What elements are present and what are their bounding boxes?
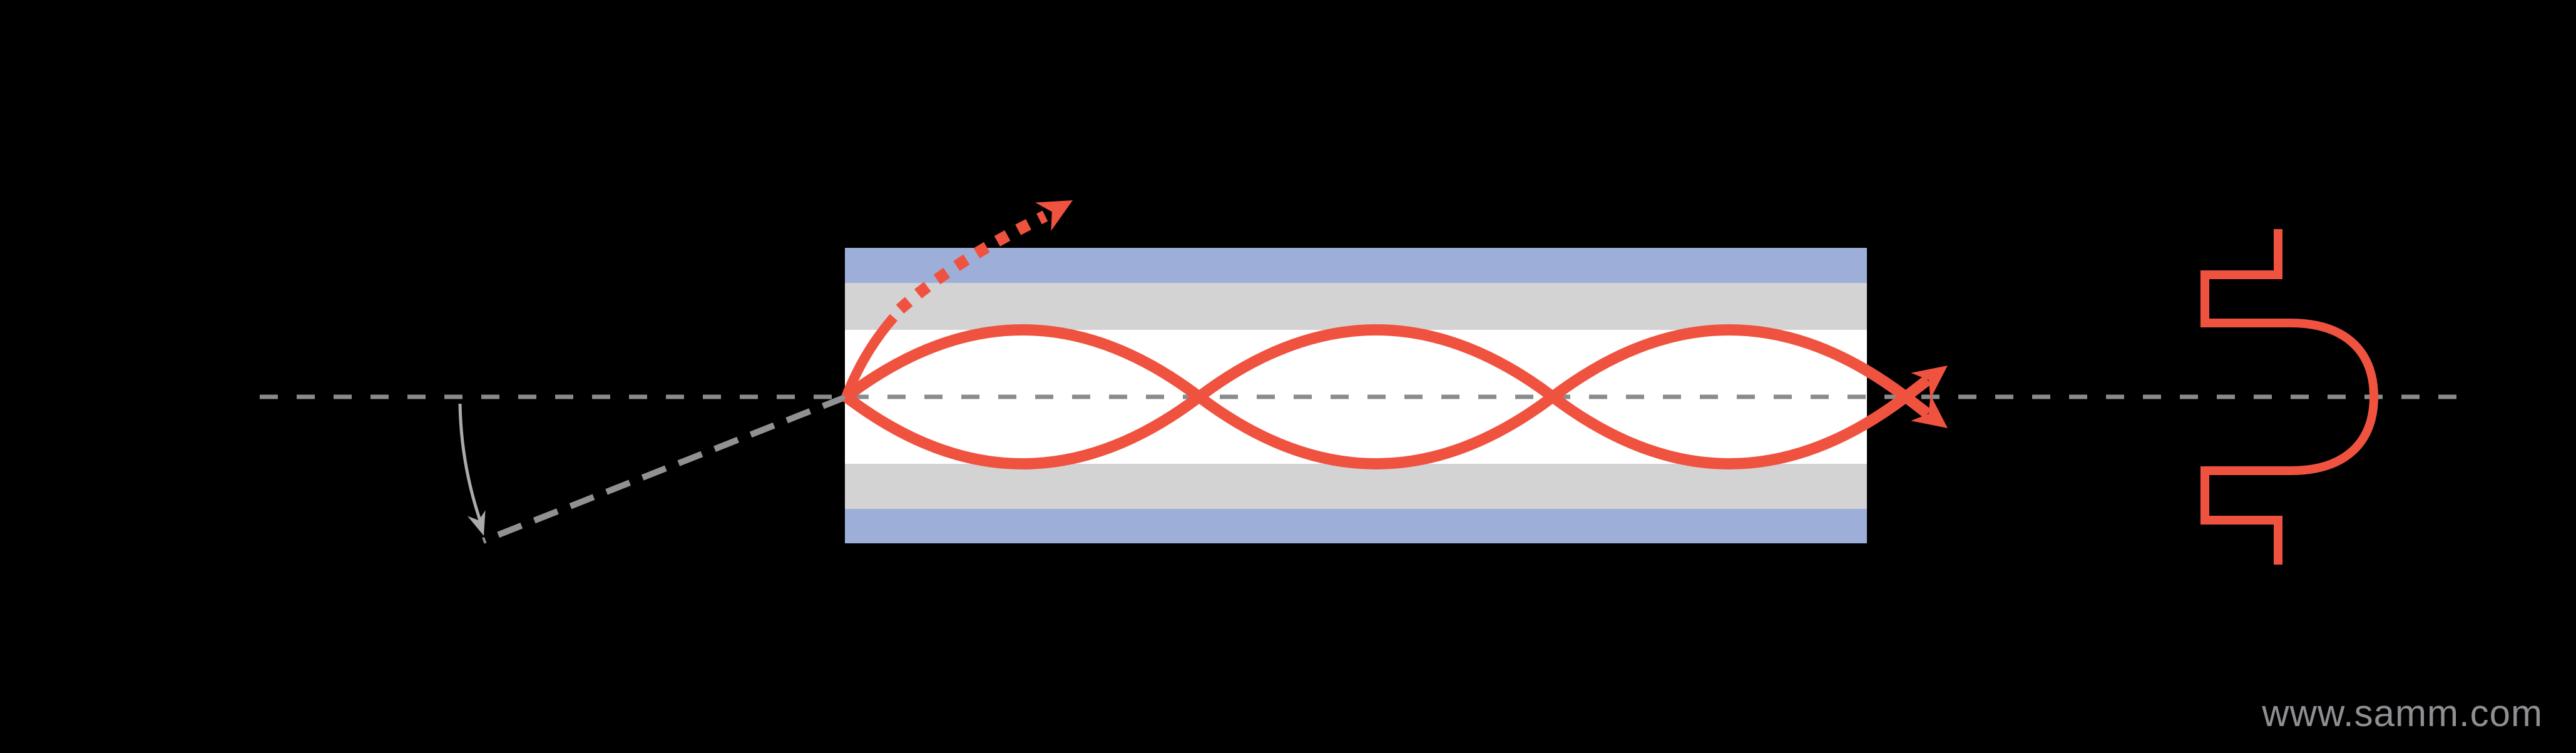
guided-ray-2-path (842, 324, 1931, 469)
acceptance-angle-arc (458, 403, 484, 526)
fiber-cladding-bottom (845, 464, 1867, 509)
escaping-ray-dotted (896, 210, 1048, 314)
acceptance-cone-dashed-line (482, 394, 847, 544)
escaping-ray (841, 200, 1073, 399)
guided-ray-1 (842, 324, 1948, 469)
fiber-cross-section (845, 248, 1867, 543)
acceptance-angle-arrowhead (467, 510, 486, 536)
guided-ray-1-arrowhead (1911, 394, 1948, 428)
acceptance-angle-indicator (458, 403, 486, 536)
fiber-coating-bottom (845, 509, 1867, 543)
guided-ray-1-path (842, 324, 1931, 469)
escaping-ray-solid-start (841, 314, 898, 399)
refractive-index-profile (2200, 229, 2379, 565)
guided-ray-2-arrowhead (1911, 366, 1948, 399)
guided-ray-2 (842, 324, 1948, 469)
fiber-coating-top (845, 248, 1867, 283)
fiber-cladding-top (845, 283, 1867, 330)
watermark-text: www.samm.com (2261, 692, 2543, 734)
escaping-ray-arrowhead (1035, 200, 1073, 231)
